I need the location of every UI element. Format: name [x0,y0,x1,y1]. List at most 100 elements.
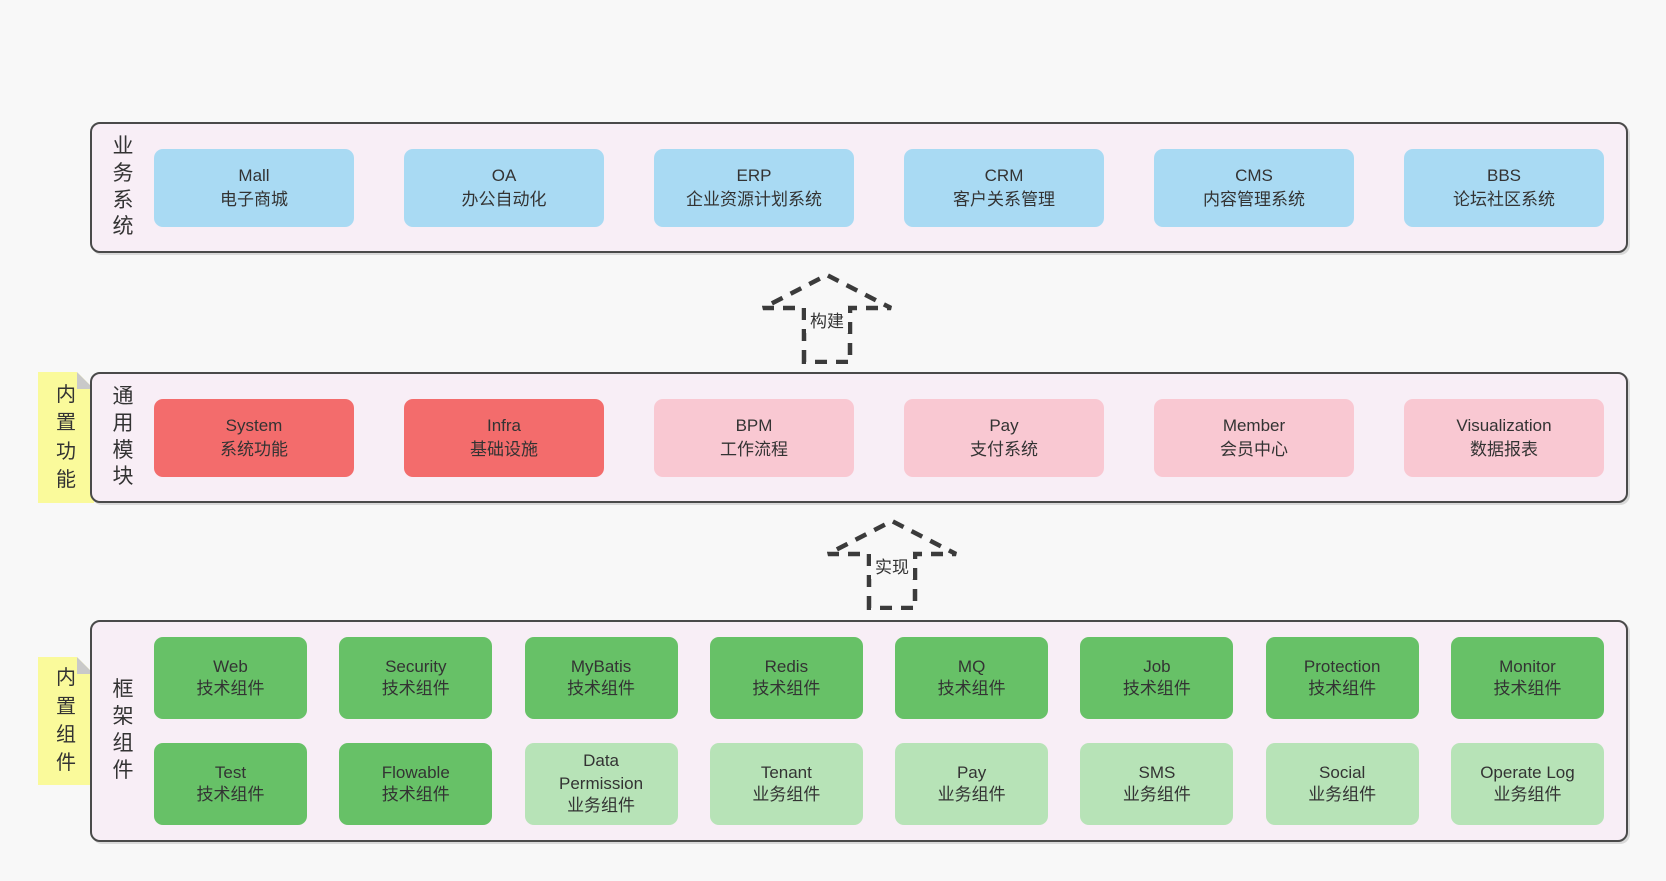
layer-label-common-modules: 通用模块 [92,374,154,501]
box-title: Visualization [1456,415,1552,435]
box-subtitle: 技术组件 [752,679,821,698]
box-web: Web 技术组件 [154,637,307,719]
box-tenant: Tenant 业务组件 [709,743,863,825]
box-monitor: Monitor 技术组件 [1450,637,1604,719]
build-arrow-label: 构建 [806,306,848,333]
box-title: Protection [1303,656,1381,676]
box-cms: CMS 内容管理系统 [1154,148,1354,227]
box-subtitle: 业务组件 [937,785,1006,804]
box-title: Social [1319,762,1366,782]
box-title: MQ [957,656,986,676]
layer-label-text: 业务系统 [112,134,134,239]
box-title: Pay [956,762,987,782]
box-title: Flowable [381,762,450,782]
box-title: Security [385,656,447,676]
box-subtitle: 技术组件 [567,679,636,698]
box-title: Test [214,762,247,782]
box-title: System [225,415,283,435]
box-subtitle: 业务组件 [1308,785,1377,804]
box-subtitle: 技术组件 [196,785,265,804]
box-mq: MQ 技术组件 [895,637,1049,719]
box-subtitle: 技术组件 [1122,679,1191,698]
layer-label-text: 通用模块 [112,384,134,489]
box-bpm: BPM 工作流程 [654,398,854,477]
box-subtitle: 内容管理系统 [1203,189,1305,209]
box-operate-log: Operate Log 业务组件 [1450,743,1604,825]
box-security: Security 技术组件 [339,637,493,719]
box-title: BBS [1486,165,1522,185]
layer-label-business-systems: 业务系统 [92,124,154,251]
layer-label-text: 框架组件 [112,678,134,782]
box-subtitle: 数据报表 [1470,439,1538,459]
box-subtitle: 技术组件 [937,679,1006,698]
box-title: BPM [735,415,773,435]
sticky-note-text: 内置功能 [56,383,76,491]
box-subtitle: 企业资源计划系统 [686,189,822,209]
box-title: Operate Log [1480,762,1575,782]
box-subtitle: 系统功能 [220,439,288,459]
box-subtitle: 电子商城 [220,189,288,209]
box-test: Test 技术组件 [154,743,307,825]
box-subtitle: 业务组件 [1493,785,1562,804]
box-member: Member 会员中心 [1154,398,1354,477]
dashed-up-arrow-icon [761,272,893,364]
box-subtitle: 技术组件 [381,679,450,698]
box-subtitle: 客户关系管理 [953,189,1055,209]
box-subtitle: 技术组件 [196,679,265,698]
box-title: Monitor [1499,656,1556,676]
box-subtitle: 业务组件 [752,785,821,804]
implement-arrow-label: 实现 [871,552,913,579]
box-mybatis: MyBatis 技术组件 [524,637,678,719]
sticky-note-builtin-features: 内置功能 [38,372,94,503]
box-pay: Pay 业务组件 [895,743,1049,825]
box-subtitle: 业务组件 [1122,785,1191,804]
box-title: CRM [984,165,1024,185]
box-infra: Infra 基础设施 [404,398,604,477]
box-mall: Mall 电子商城 [154,148,354,227]
box-title: Data Permission [559,751,644,793]
box-sms: SMS 业务组件 [1080,743,1234,825]
build-arrow: 构建 [757,270,897,364]
box-flowable: Flowable 技术组件 [339,743,493,825]
box-subtitle: 技术组件 [381,785,450,804]
box-subtitle: 业务组件 [567,796,636,816]
box-subtitle: 基础设施 [470,439,538,459]
box-title: Member [1222,415,1286,435]
box-subtitle: 会员中心 [1220,439,1288,459]
box-erp: ERP 企业资源计划系统 [654,148,854,227]
box-subtitle: 工作流程 [720,439,788,459]
box-subtitle: 论坛社区系统 [1453,189,1555,209]
box-title: ERP [736,165,772,185]
box-subtitle: 技术组件 [1493,679,1562,698]
box-title: OA [491,165,517,185]
box-system: System 系统功能 [154,398,354,477]
box-redis: Redis 技术组件 [709,637,863,719]
box-social: Social 业务组件 [1265,743,1419,825]
box-title: Tenant [760,762,812,782]
box-title: SMS [1138,762,1176,782]
box-subtitle: 技术组件 [1308,679,1377,698]
box-title: Web [213,656,248,676]
box-bbs: BBS 论坛社区系统 [1404,148,1604,227]
sticky-note-builtin-components: 内置组件 [38,657,94,785]
box-title: Redis [764,656,809,676]
sticky-note-text: 内置组件 [56,667,76,775]
box-title: MyBatis [570,656,632,676]
box-title: CMS [1235,165,1273,185]
box-title: Infra [486,415,522,435]
box-title: Mall [238,165,270,185]
box-data-permission: Data Permission 业务组件 [524,743,678,825]
layer-label-framework-components: 框架组件 [92,622,154,840]
